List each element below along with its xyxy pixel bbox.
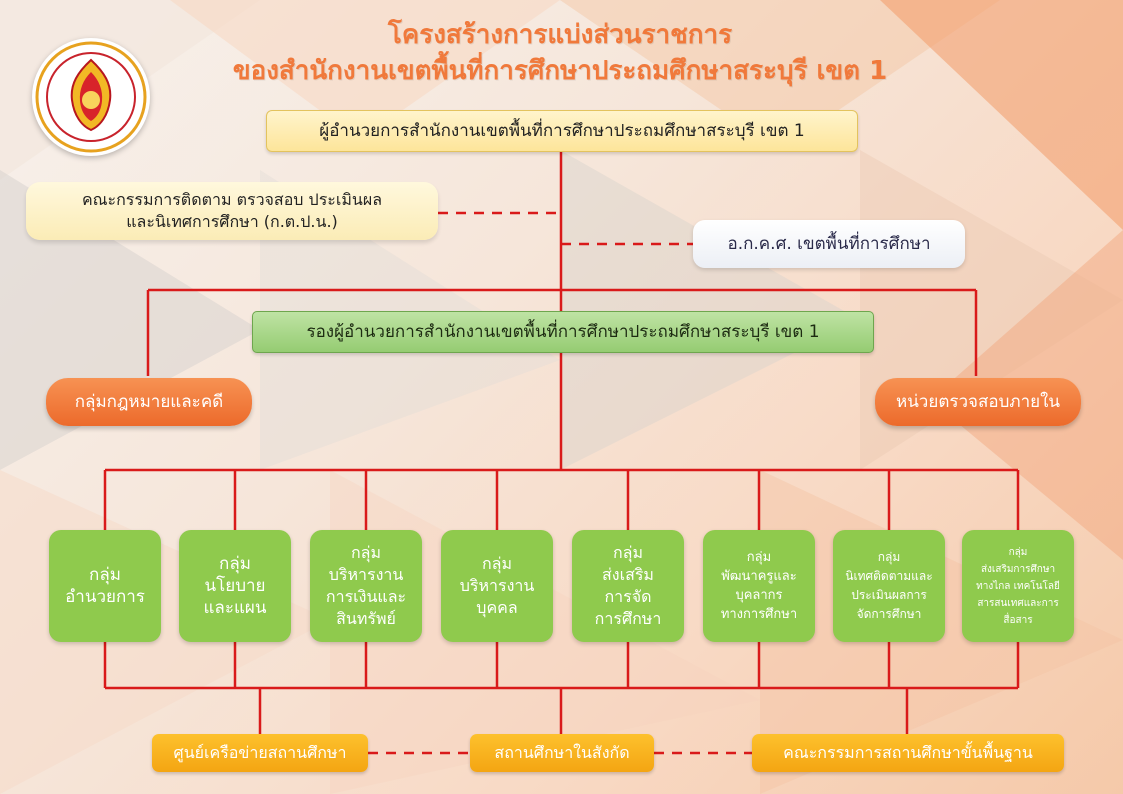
group-policy-planning: กลุ่ม นโยบาย และแผน <box>179 530 291 642</box>
group-education-promotion: กลุ่ม ส่งเสริม การจัด การศึกษา <box>572 530 684 642</box>
group-personnel: กลุ่ม บริหารงาน บุคคล <box>441 530 553 642</box>
schools-box: สถานศึกษาในสังกัด <box>470 734 654 772</box>
legal-group-box: กลุ่มกฎหมายและคดี <box>46 378 252 426</box>
school-board-box: คณะกรรมการสถานศึกษาขั้นพื้นฐาน <box>752 734 1064 772</box>
chart-title-line-1: โครงสร้างการแบ่งส่วนราชการ <box>387 20 733 50</box>
group-supervision-evaluation: กลุ่ม นิเทศติดตามและ ประเมินผลการ จัดการ… <box>833 530 945 642</box>
group-finance-assets: กลุ่ม บริหารงาน การเงินและ สินทรัพย์ <box>310 530 422 642</box>
deputy-director-box: รองผู้อำนวยการสำนักงานเขตพื้นที่การศึกษา… <box>252 311 874 353</box>
group-distance-ict: กลุ่ม ส่งเสริมการศึกษา ทางไกล เทคโนโลยี … <box>962 530 1074 642</box>
committee-line-2: และนิเทศการศึกษา (ก.ต.ป.น.) <box>126 212 338 231</box>
group-administration: กลุ่ม อำนวยการ <box>49 530 161 642</box>
internal-audit-box: หน่วยตรวจสอบภายใน <box>875 378 1081 426</box>
okps-box: อ.ก.ค.ศ. เขตพื้นที่การศึกษา <box>693 220 965 268</box>
seal-emblem-icon <box>35 41 147 153</box>
committee-box: คณะกรรมการติดตาม ตรวจสอบ ประเมินผล และนิ… <box>26 182 438 240</box>
director-box: ผู้อำนวยการสำนักงานเขตพื้นที่การศึกษาประ… <box>266 110 858 152</box>
group-teacher-development: กลุ่ม พัฒนาครูและ บุคลากร ทางการศึกษา <box>703 530 815 642</box>
office-seal-logo <box>32 38 150 156</box>
committee-line-1: คณะกรรมการติดตาม ตรวจสอบ ประเมินผล <box>81 190 383 209</box>
chart-title-line-2: ของสำนักงานเขตพื้นที่การศึกษาประถมศึกษาส… <box>232 56 888 86</box>
network-center-box: ศูนย์เครือข่ายสถานศึกษา <box>152 734 368 772</box>
